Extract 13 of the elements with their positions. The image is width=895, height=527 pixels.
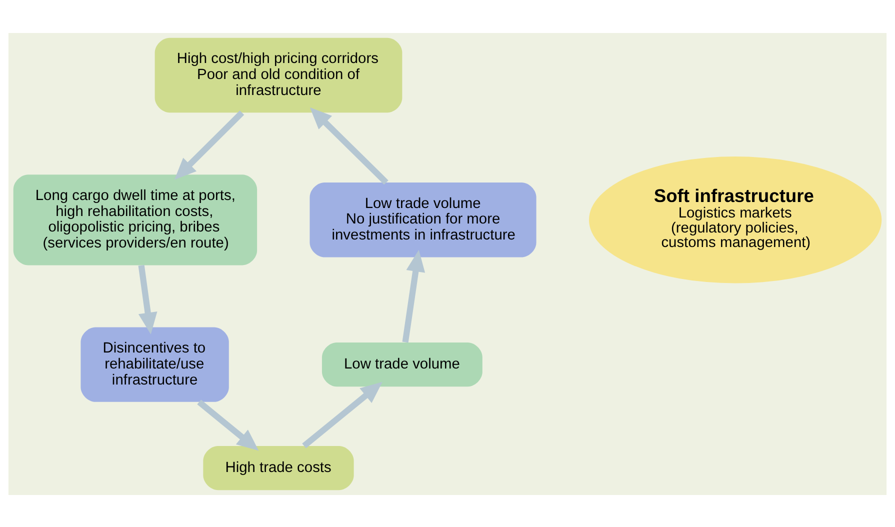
- arrow: [302, 381, 382, 448]
- arrow: [174, 110, 244, 180]
- node-box: High trade costs: [203, 446, 354, 490]
- node-box: Disincentives to rehabilitate/use infrastructure: [80, 326, 229, 402]
- node-ellipse: Soft infrastructure Logistics markets (regulatory policies, customs management): [588, 156, 882, 283]
- arrow: [402, 249, 426, 342]
- node-box: Low trade volume: [322, 342, 482, 386]
- node-box: Long cargo dwell time at ports, high rehabilitation costs, oligopolistic pricing, bribes (services providers/en route): [13, 174, 258, 265]
- arrow: [197, 399, 259, 450]
- arrow: [310, 106, 388, 184]
- arrow: [138, 264, 158, 334]
- node-box: Low trade volume No justification for more investments in infrastructure: [310, 182, 536, 257]
- node-box: High cost/high pricing corridors Poor and old condition of infrastructure: [154, 37, 402, 112]
